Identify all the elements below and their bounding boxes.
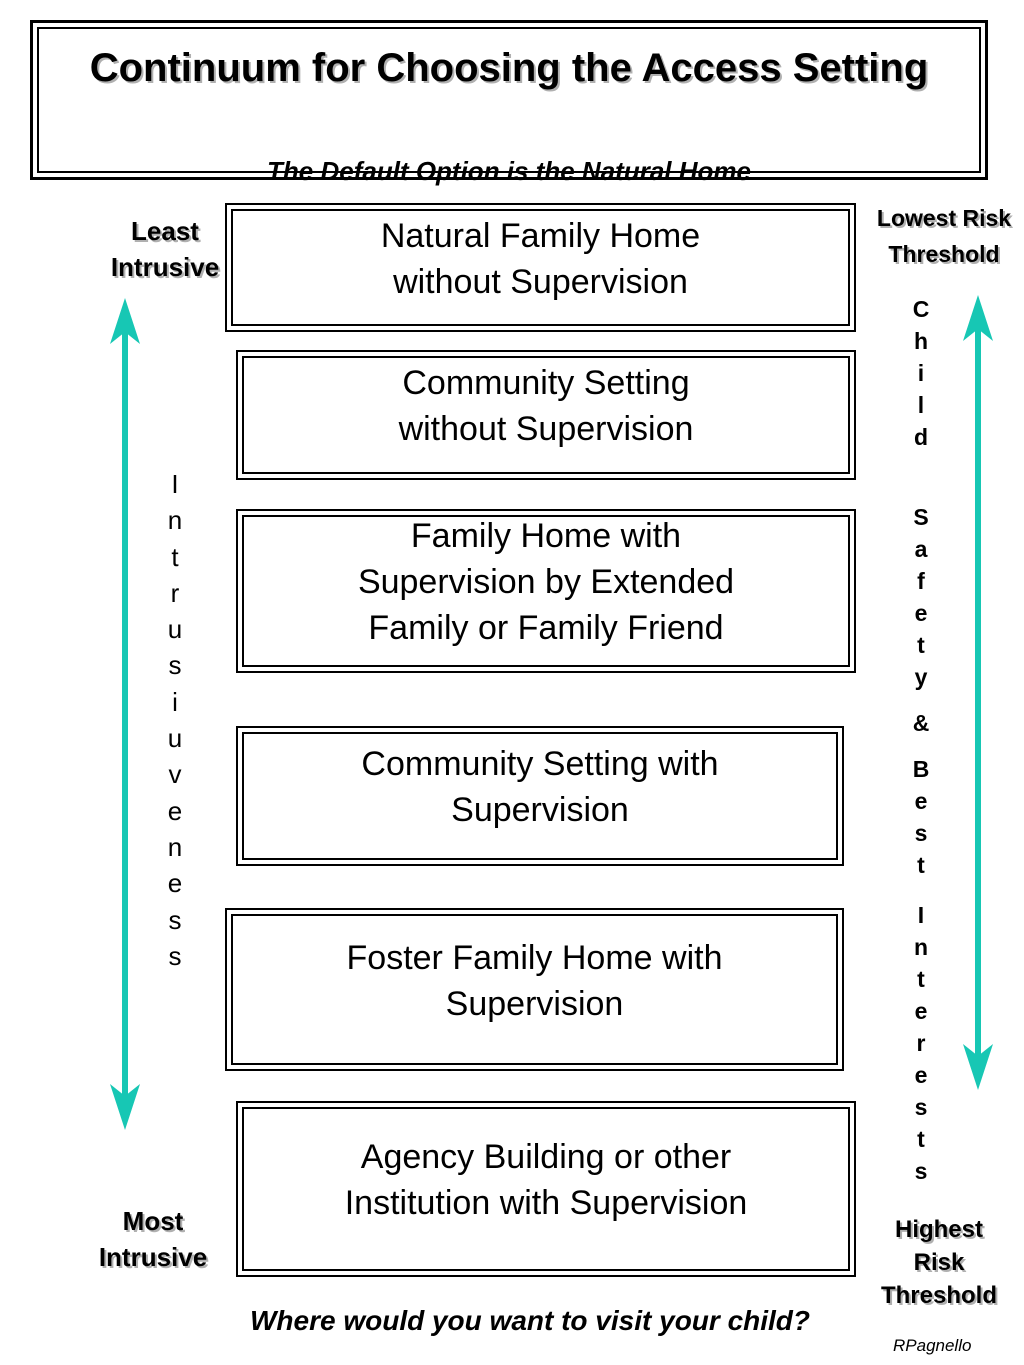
vertical-letter: e <box>914 998 928 1024</box>
vertical-letter: n <box>167 505 183 536</box>
setting-label: Natural Family Home without Supervision <box>380 216 701 301</box>
setting-box-natural-home: Natural Family Home without Supervision <box>225 203 856 332</box>
vertical-letter: C <box>912 296 930 322</box>
vertical-letter: t <box>171 541 179 572</box>
vertical-letter: i <box>917 360 925 386</box>
lowest-risk-label: Lowest Risk Threshold <box>876 205 1012 267</box>
vertical-letter: r <box>170 577 180 608</box>
vertical-letter: d <box>913 424 929 450</box>
vertical-letter: e <box>167 795 183 826</box>
vertical-letter: s <box>914 1158 928 1184</box>
arrow-head-down <box>110 1084 140 1130</box>
vertical-letter: e <box>914 600 928 626</box>
arrow-shaft <box>122 328 128 1100</box>
vertical-letter: v <box>168 759 182 790</box>
vertical-letter: s <box>168 650 182 681</box>
vertical-letter: a <box>914 536 928 562</box>
left-double-arrow-icon <box>110 298 140 1130</box>
vertical-letter: I <box>917 902 925 928</box>
setting-box-community-supervised: Community Setting with Supervision <box>236 726 844 866</box>
highest-risk-label: Highest Risk Threshold <box>880 1216 997 1309</box>
vertical-letter: s <box>168 904 182 935</box>
vertical-letter: s <box>168 940 182 971</box>
title-frame-inner-border <box>37 27 981 173</box>
vertical-letter: s <box>914 820 928 846</box>
vertical-letter: S <box>913 504 929 530</box>
vertical-letter: s <box>914 1094 928 1120</box>
title-frame: Continuum for Choosing the Access Settin… <box>30 20 988 186</box>
setting-box-foster-home: Foster Family Home with Supervision <box>225 908 844 1071</box>
vertical-letter: e <box>914 1062 928 1088</box>
vertical-letter: l <box>917 392 925 418</box>
vertical-letter: I <box>171 469 179 499</box>
diagram-subtitle: The Default Option is the Natural Home <box>267 156 751 186</box>
vertical-letter: t <box>917 852 925 878</box>
diagram-title: Continuum for Choosing the Access Settin… <box>89 46 929 90</box>
vertical-letter: t <box>917 966 925 992</box>
vertical-letter: u <box>167 723 183 754</box>
vertical-word: & <box>913 707 930 739</box>
footer-question: Where would you want to visit your child… <box>249 1305 811 1336</box>
vertical-letter: & <box>912 710 930 736</box>
vertical-letter: e <box>914 788 928 814</box>
vertical-letter: e <box>167 868 183 899</box>
arrow-shaft <box>975 325 981 1060</box>
vertical-letter: i <box>172 686 178 717</box>
vertical-letter: n <box>167 831 183 862</box>
setting-box-family-supervised: Family Home with Supervision by Extended… <box>236 509 856 673</box>
setting-label: Family Home with Supervision by Extended… <box>357 517 735 647</box>
vertical-letter: t <box>917 632 925 658</box>
most-intrusive-label: Most Intrusive <box>98 1206 208 1272</box>
arrow-head-up <box>963 295 993 341</box>
vertical-letter: u <box>167 614 183 645</box>
setting-label: Community Setting without Supervision <box>398 364 694 448</box>
right-double-arrow-icon <box>963 295 993 1090</box>
setting-box-agency-building: Agency Building or other Institution wit… <box>236 1101 856 1277</box>
vertical-letter: y <box>914 664 928 690</box>
setting-label: Community Setting with Supervision <box>361 745 719 829</box>
setting-label: Foster Family Home with Supervision <box>346 938 723 1023</box>
author-credit: RPagnello <box>893 1336 972 1355</box>
vertical-letter: h <box>913 328 929 354</box>
vertical-letter: B <box>912 756 930 782</box>
setting-label: Agency Building or other Institution wit… <box>344 1138 748 1222</box>
vertical-letter: n <box>913 934 929 960</box>
vertical-letter: r <box>916 1030 926 1056</box>
vertical-letter: t <box>917 1126 925 1152</box>
setting-box-community-unsupervised: Community Setting without Supervision <box>236 350 856 480</box>
arrow-head-up <box>110 298 140 344</box>
least-intrusive-label: Least Intrusive <box>110 216 220 282</box>
arrow-head-down <box>963 1044 993 1090</box>
vertical-letter: f <box>917 568 925 594</box>
